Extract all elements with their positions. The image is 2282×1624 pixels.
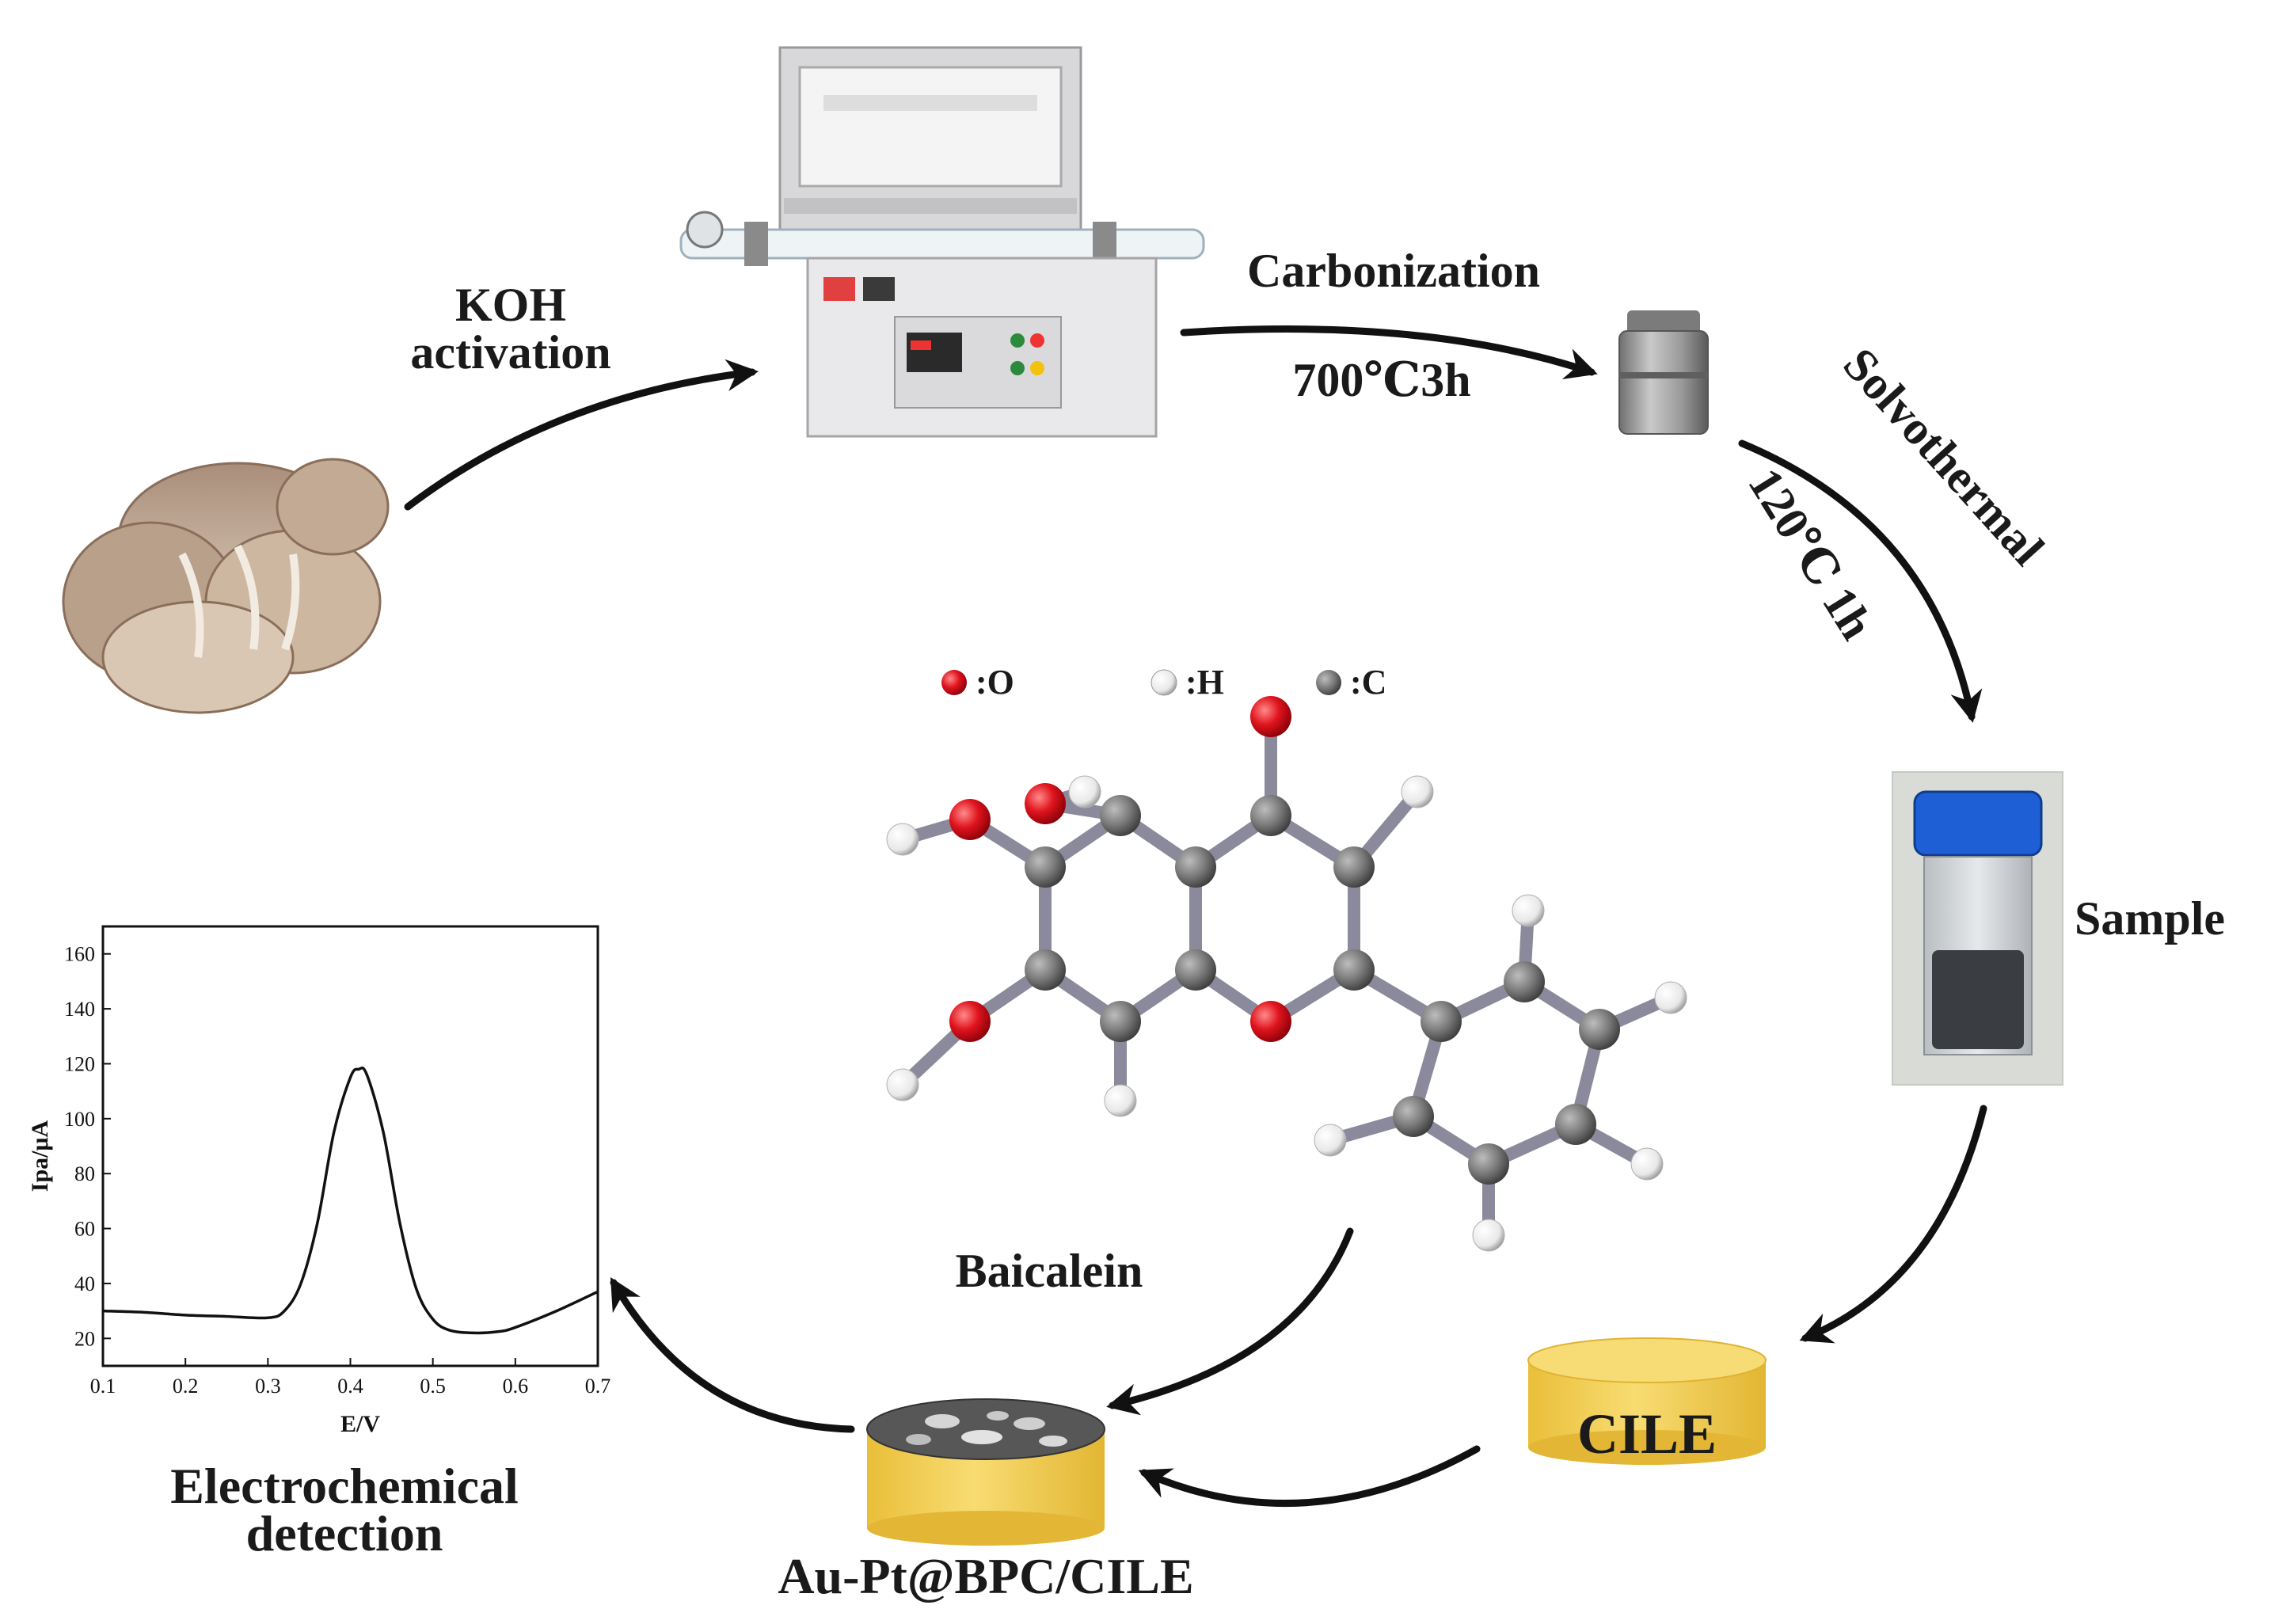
chart-y-tick-label: 40 (74, 1272, 95, 1295)
arrow-electrode-to-detection (610, 1277, 855, 1433)
chart-x-axis-label: E/V (340, 1411, 380, 1437)
legend-carbon-icon (1316, 670, 1341, 695)
oyster-mushroom-image (62, 458, 390, 714)
carbon-atom (1579, 1009, 1620, 1050)
legend-hydrogen-icon (1151, 669, 1177, 696)
electrode-label: Au-Pt@BPC/CILE (778, 1548, 1193, 1604)
oxygen-atom (1025, 783, 1066, 824)
baicalein-molecule (886, 696, 1687, 1252)
carbon-atom (1468, 1143, 1509, 1185)
carbon-atom (1421, 1001, 1462, 1042)
chart-x-tick-label: 0.6 (503, 1375, 529, 1398)
hydrogen-atom (1401, 775, 1434, 808)
carbonization-label: Carbonization (1247, 245, 1540, 297)
baicalein-label: Baicalein (956, 1245, 1143, 1297)
arrow-furnace-to-autoclave (1180, 325, 1598, 379)
cile-label: CILE (1577, 1402, 1717, 1466)
chart-frame (101, 925, 599, 1367)
carbon-atom (1175, 846, 1216, 888)
carbon-atom (1025, 846, 1066, 888)
carbon-atom (1393, 1096, 1434, 1137)
koh-label-line2: activation (410, 326, 610, 378)
chart-y-tick-label: 120 (64, 1052, 95, 1075)
chart-x-tick-label: 0.5 (420, 1375, 446, 1398)
chart-y-tick-label: 60 (74, 1218, 95, 1241)
hydrogen-atom (886, 1068, 919, 1101)
carbon-atom (1025, 949, 1066, 991)
atom-legend: :O :H :C (941, 663, 1386, 702)
carbon-atom (1175, 949, 1216, 991)
chart-y-tick-label: 160 (64, 943, 95, 966)
chart-y-tick-label: 20 (74, 1327, 95, 1350)
arrow-vial-to-cile (1799, 1105, 1987, 1344)
cile-electrode-image (1527, 1337, 1767, 1465)
hydrogen-atom (1068, 775, 1101, 808)
oxygen-atom (949, 799, 991, 840)
arrow-baicalein-to-electrode (1106, 1227, 1354, 1416)
chart-x-tick-label: 0.7 (585, 1375, 611, 1398)
autoclave-vessel-image (1618, 310, 1709, 435)
carbonization-condition-label: 700℃3h (1292, 354, 1470, 406)
hydrogen-atom (1654, 981, 1687, 1014)
dpv-chart: 0.1 0.2 0.3 0.4 0.5 0.6 0.7 20 40 60 80 100 120 140 16… (27, 925, 611, 1437)
chart-x-tick-label: 0.1 (90, 1375, 116, 1398)
carbon-atom (1100, 795, 1141, 836)
carbon-atom (1504, 961, 1545, 1002)
chart-x-tick-label: 0.4 (337, 1375, 363, 1398)
solvothermal-condition-label: 120℃ 1h (1738, 459, 1883, 648)
chart-y-tick-label: 80 (74, 1162, 95, 1185)
oxygen-atom (1250, 1001, 1291, 1042)
legend-carbon-label: :C (1350, 663, 1386, 702)
carbon-atom (1100, 1001, 1141, 1042)
solvothermal-label: Solvothermal (1833, 338, 2054, 575)
carbon-atom (1333, 846, 1375, 888)
chart-x-tick-label: 0.3 (255, 1375, 281, 1398)
hydrogen-atom (1472, 1219, 1505, 1252)
tube-furnace-image (679, 46, 1205, 438)
chart-y-tick-label: 100 (64, 1108, 95, 1131)
arrow-mushroom-to-furnace (404, 359, 759, 511)
carbon-atom (1555, 1104, 1596, 1145)
chart-y-tick-label: 140 (64, 998, 95, 1021)
oxygen-atom (1250, 696, 1291, 737)
chart-x-tick-label: 0.2 (173, 1375, 199, 1398)
carbon-atom (1333, 949, 1375, 991)
chart-y-axis-label: Ipa/μA (27, 1120, 53, 1192)
detection-label-line2: detection (246, 1505, 443, 1561)
legend-oxygen-icon (941, 670, 967, 695)
hydrogen-atom (1512, 894, 1545, 927)
carbon-atom (1250, 795, 1291, 836)
legend-oxygen-label: :O (976, 663, 1014, 702)
koh-label-line1: KOH (455, 279, 566, 331)
chart-series-line (102, 1066, 599, 1335)
legend-hydrogen-label: :H (1185, 663, 1224, 702)
arrow-cile-to-electrode (1138, 1445, 1481, 1507)
oxygen-atom (949, 1001, 991, 1042)
arrow-autoclave-to-vial (1738, 439, 1983, 723)
sample-vial-image (1892, 771, 2063, 1086)
sample-label: Sample (2075, 892, 2225, 945)
detection-label-line1: Electrochemical (170, 1458, 519, 1514)
modified-electrode-image (866, 1398, 1105, 1546)
hydrogen-atom (1104, 1084, 1137, 1117)
hydrogen-atom (1630, 1147, 1664, 1181)
hydrogen-atom (1314, 1124, 1347, 1157)
hydrogen-atom (886, 823, 919, 856)
